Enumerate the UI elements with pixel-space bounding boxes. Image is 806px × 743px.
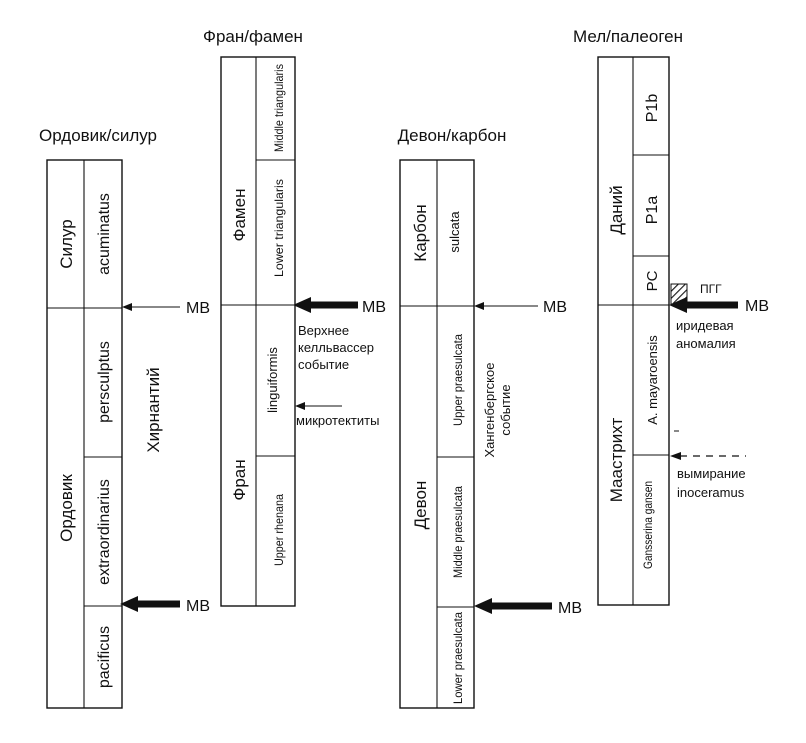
mb-arrow-head [474, 598, 492, 614]
mb-label: МВ [543, 299, 567, 316]
event-label-line: келльвассер [298, 340, 374, 355]
zone-label: A. mayaroensis [645, 335, 660, 425]
event-label-line: Верхнее [298, 323, 349, 338]
zone-label: P1b [644, 94, 661, 123]
extinction-label-line: inoceramus [677, 485, 745, 500]
zone-label: PC [644, 270, 661, 291]
stage-side-label: Хирнантий [144, 367, 163, 452]
mb-label: МВ [745, 298, 769, 315]
mb-arrow-head [293, 297, 311, 313]
microtektite-arrow-head [295, 402, 305, 410]
zone-label: pacificus [96, 626, 113, 688]
zone-label: sulcata [447, 211, 462, 253]
extinction-arrow-head [670, 452, 681, 460]
section-ordovician-silurian: Ордовик/силур Силур Ордовик acuminatus p… [39, 126, 210, 709]
section-title: Мел/палеоген [573, 27, 683, 46]
event-side-label: Хангенбергское [482, 363, 497, 458]
section-devonian-carboniferous: Девон/карбон Карбон Девон sulcata Upper … [398, 126, 582, 709]
period-label: Карбон [411, 204, 430, 261]
zone-label: acuminatus [96, 193, 113, 275]
period-label: Ордовик [57, 474, 76, 542]
iridium-label-line: иридевая [676, 318, 734, 333]
mb-label: МВ [558, 600, 582, 617]
section-title: Девон/карбон [398, 126, 507, 145]
iridium-label-line: аномалия [676, 336, 736, 351]
mb-label: МВ [186, 300, 210, 317]
mb-arrow-head [122, 303, 132, 311]
stage-label: Фран [230, 459, 249, 500]
stage-label: Фамен [230, 189, 249, 242]
zone-label: Lower praesulcata [451, 612, 465, 704]
zone-label: extraordinarius [96, 479, 113, 585]
zone-label: linguiformis [265, 347, 280, 413]
mb-arrow-head [669, 297, 687, 313]
section-frasnian-famennian: Фран/фамен Фамен Фран Middle triangulari… [203, 27, 386, 607]
zone-label: Upper rhenana [272, 494, 286, 566]
mb-label: МВ [186, 598, 210, 615]
stage-label: Даний [607, 185, 626, 234]
zone-label: Upper praesulcata [451, 334, 465, 426]
section-title: Фран/фамен [203, 27, 303, 46]
pgg-label: ПГГ [700, 282, 722, 296]
section-title: Ордовик/силур [39, 126, 157, 145]
event-side-label: событие [498, 384, 513, 435]
zone-label: P1a [644, 196, 661, 225]
zone-label: Middle triangularis [272, 64, 286, 152]
mb-arrow-head [120, 596, 138, 612]
event-label-line: событие [298, 357, 349, 372]
microtektite-label: микротектиты [296, 413, 379, 428]
zone-label: Middle praesulcata [451, 486, 465, 578]
extinction-label-line: вымирание [677, 466, 746, 481]
zone-label: persculptus [96, 341, 113, 423]
section-cretaceous-paleogene: Мел/палеоген Даний Маастрихт P1b P1a PC … [573, 27, 769, 606]
stage-label: Маастрихт [607, 417, 626, 502]
period-label: Девон [411, 481, 430, 530]
mb-label: МВ [362, 299, 386, 316]
period-label: Силур [57, 219, 76, 268]
column-frame [220, 56, 296, 607]
zone-label: Gansserina gansen [641, 481, 655, 569]
zone-label: Lower triangularis [272, 179, 286, 277]
mb-arrow-head [474, 302, 484, 310]
